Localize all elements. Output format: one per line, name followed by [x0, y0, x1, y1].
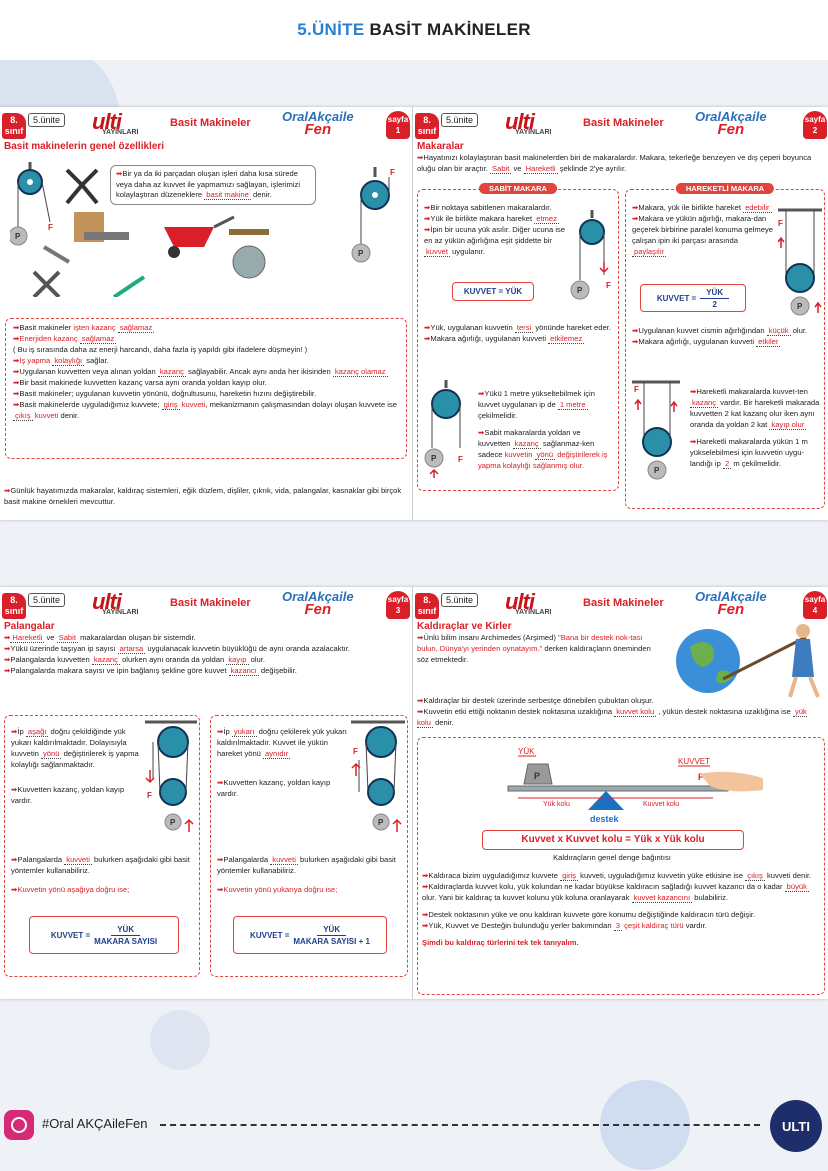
intro-text: ➡Hayatınızı kolaylaştıran basit makinele… — [417, 153, 812, 174]
movable-pulley-diagram: P F — [778, 208, 822, 316]
pulley-block-up-box: ➡İp yukarı doğru çekilerek yük yukarı ka… — [210, 715, 408, 977]
fixed-pulley-formula: KUVVET = YÜK — [452, 282, 534, 301]
svg-text:F: F — [458, 455, 463, 464]
svg-text:P: P — [654, 466, 660, 475]
page-title: 5.ÜNİTE BASİT MAKİNELER — [297, 20, 531, 39]
svg-text:F: F — [353, 747, 358, 756]
page-subject-title: Basit Makineler — [583, 117, 664, 129]
lever-balance-formula: Kuvvet x Kuvvet kolu = Yük x Yük kolu — [482, 830, 744, 850]
pulley-block-diagram-up: P F — [351, 720, 405, 832]
archimedes-quote: ➡Ünlü bilim insanı Archimedes (Arşimed) … — [417, 633, 651, 664]
svg-text:F: F — [606, 281, 611, 290]
svg-text:P: P — [577, 286, 583, 295]
lever-load-arm-label: Yük kolu — [543, 801, 570, 808]
section-heading: Kaldıraçlar ve Kirler — [417, 621, 512, 632]
pincers-icon — [65, 168, 99, 205]
unit-label: 5.ünite — [28, 113, 66, 127]
properties-box: ➡Basit makineler işten kazanç sağlamaz ➡… — [5, 318, 407, 459]
page-header: 5.ÜNİTE BASİT MAKİNELER — [0, 0, 828, 60]
lever-diagram: YÜK P KUVVET F destek Yük kolu Kuvvet ko… — [507, 747, 763, 824]
grade-badge: 8.sınıf — [2, 113, 26, 139]
lever-balance-caption: Kaldıraçların genel denge bağıntısı — [553, 853, 671, 862]
fixed-pulley-box: SABİT MAKARA ➡Bir noktaya sabitlenen mak… — [417, 183, 619, 491]
svg-text:P: P — [797, 302, 803, 311]
pulley-illustration: P F — [10, 162, 53, 246]
svg-text:F: F — [634, 385, 639, 394]
pulley-block-down-box: ➡İp aşağı doğru çekildiğinde yük yukarı … — [4, 715, 200, 977]
svg-text:P: P — [358, 249, 364, 258]
svg-text:P: P — [170, 818, 176, 827]
svg-text:P: P — [15, 232, 21, 241]
lever-f-label: F — [698, 772, 704, 782]
movable-pulley-title: HAREKETLİ MAKARA — [675, 183, 775, 194]
section-heading: Basit makinelerin genel özellikleri — [4, 141, 165, 152]
unit-label: 5.ünite — [28, 593, 66, 607]
fixed-pulley-title: SABİT MAKARA — [479, 183, 557, 194]
unit-label: 5.ünite — [441, 593, 479, 607]
archimedes-earth-illustration — [676, 624, 820, 698]
lever-weight-label: P — [534, 771, 540, 781]
ulti-footer-logo: ULTI — [770, 1100, 822, 1152]
lever-fulcrum-label: destek — [590, 814, 620, 824]
svg-text:F: F — [48, 223, 53, 232]
lever-force-label: KUVVET — [678, 757, 710, 766]
section-heading: Palangalar — [4, 621, 55, 632]
page-subject-title: Basit Makineler — [170, 597, 251, 609]
page-subject-title: Basit Makineler — [170, 117, 251, 129]
social-handle[interactable]: #Oral AKÇAileFen — [42, 1116, 148, 1131]
unit-label: 5.ünite — [441, 113, 479, 127]
footer: #Oral AKÇAileFen ULTI — [0, 1100, 828, 1171]
svg-text:P: P — [378, 818, 384, 827]
lever-effort-arm-label: Kuvvet kolu — [643, 801, 679, 808]
background-bubble — [150, 1010, 210, 1070]
fixed-pulley-illustration: P F — [351, 167, 395, 263]
svg-text:P: P — [431, 454, 437, 463]
intro-callout: ➡Bir ya da iki parçadan oluşan işleri da… — [110, 165, 316, 205]
svg-text:F: F — [390, 168, 395, 177]
lever-load-label: YÜK — [518, 747, 535, 756]
section-heading: Makaralar — [417, 141, 464, 152]
grade-badge: 8.sınıf — [2, 593, 26, 619]
fixed-pulley-diagram-2: P F — [424, 380, 463, 478]
lever-box: YÜK P KUVVET F destek Yük kolu Kuvvet ko… — [417, 737, 825, 995]
page-subject-title: Basit Makineler — [583, 597, 664, 609]
footer-divider — [160, 1124, 760, 1126]
svg-text:F: F — [778, 219, 783, 228]
grade-badge: 8.sınıf — [415, 113, 439, 139]
fixed-pulley-diagram: P F — [570, 210, 611, 300]
movable-pulley-box: HAREKETLİ MAKARA ➡Makara, yük ile birlik… — [625, 183, 825, 509]
tools-illustration — [32, 212, 269, 297]
instagram-icon[interactable] — [4, 1110, 34, 1140]
movable-pulley-diagram-2: P F — [632, 380, 680, 480]
pulley-block-diagram-down: P F — [145, 720, 197, 832]
svg-text:F: F — [147, 791, 152, 800]
grade-badge: 8.sınıf — [415, 593, 439, 619]
outro-text: ➡Günlük hayatımızda makaralar, kaldıraç … — [4, 486, 402, 506]
